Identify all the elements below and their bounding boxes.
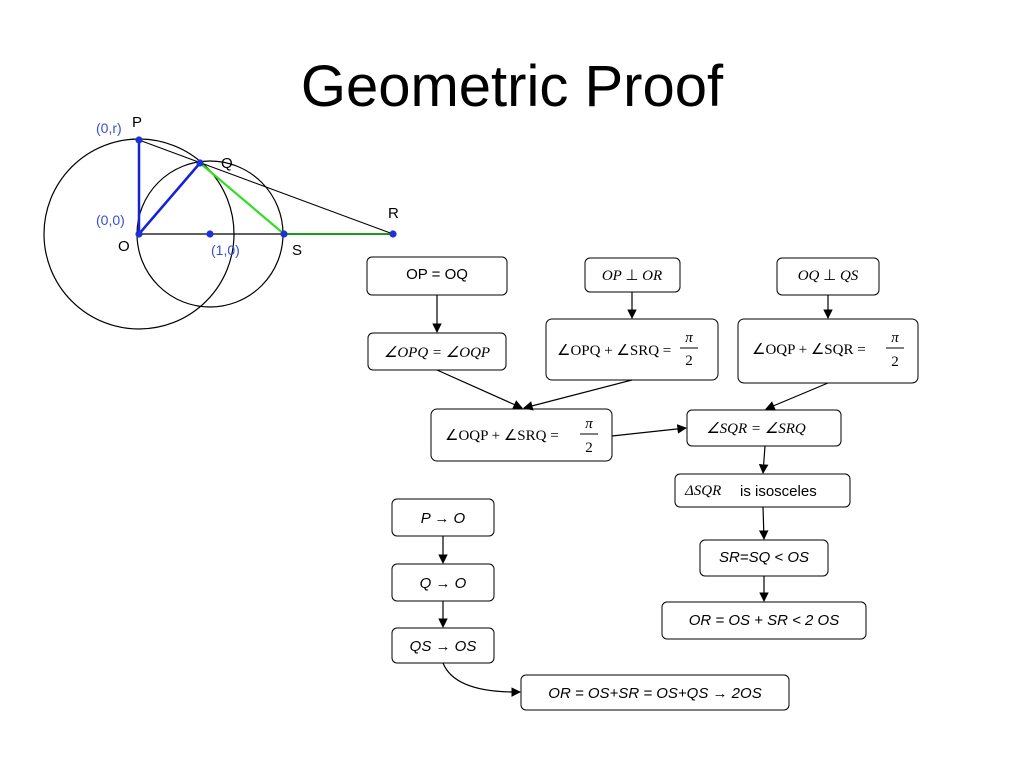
box-isosceles [674,473,851,508]
text-sum-oqp-sqr-lhs: ∠OQP + ∠SQR = [752,342,866,358]
text-isosceles: is isosceles [740,483,817,500]
box-or-ineq [661,601,867,640]
label-s: S [292,242,302,259]
text-qs-to-os: QS → OS [410,638,477,655]
text-sr-sq-os: SR=SQ < OS [719,549,809,566]
text-sum-oqp-sqr-den: 2 [891,354,899,370]
segment-o-q [138,162,201,235]
text-op-eq-oq: OP = OQ [406,266,468,283]
point-center [206,230,214,238]
proof-text: OP = OQ OP ⊥ OR OQ ⊥ QS ∠OPQ = ∠OQP ∠OPQ… [384,266,904,702]
text-op-perp-or: OP ⊥ OR [602,268,662,284]
box-limit [520,674,790,711]
text-q-to-o: Q → O [420,575,467,592]
text-ang-opq: ∠OPQ = ∠OQP [384,345,490,361]
text-sum-oqp-sqr-num: π [891,330,899,346]
text-sum-opq-srq-den: 2 [685,353,693,369]
text-sum-oqp-srq-lhs: ∠OQP + ∠SRQ = [445,428,559,444]
label-r: R [388,205,399,222]
point-q [196,159,204,167]
arrow-6 [765,382,829,411]
arrow-5 [523,379,633,411]
point-s [280,230,288,238]
arrow-4 [436,369,523,409]
box-ang-sqr [686,409,842,447]
text-or-ineq: OR = OS + SR < 2 OS [689,612,839,629]
label-p: P [132,114,142,131]
label-o: O [118,238,130,255]
arrow-7 [611,424,687,437]
label-center-coord: (1,0) [211,242,240,258]
text-triangle-sqr: ΔSQR [684,483,721,499]
text-sum-opq-srq-num: π [685,330,693,346]
label-p-coord: (0,r) [96,120,122,136]
text-limit: OR = OS+SR = OS+QS → 2OS [548,685,761,702]
arrow-8 [758,445,769,474]
geometry-figure: P (0,r) Q R (0,0) O (1,0) S [43,114,399,330]
text-sum-oqp-srq-num: π [585,416,593,432]
text-sum-oqp-srq-den: 2 [585,440,593,456]
line-p-r [138,139,394,235]
arrow-9 [758,506,769,540]
slide-title: Geometric Proof [300,54,724,119]
point-p [135,136,143,144]
point-o [135,230,143,238]
proof-flowchart [366,256,919,711]
text-oq-perp-qs: OQ ⊥ QS [798,268,859,284]
point-r [389,230,397,238]
proof-arrows [432,292,833,697]
label-q: Q [221,155,233,172]
text-p-to-o: P → O [421,510,466,527]
label-o-coord: (0,0) [96,212,125,228]
text-sum-opq-srq-lhs: ∠OPQ + ∠SRQ = [557,343,671,359]
text-ang-sqr: ∠SQR = ∠SRQ [706,421,806,437]
segment-q-s [199,162,285,235]
arrow-13 [442,662,521,697]
box-sum-oqp-srq [430,408,613,462]
